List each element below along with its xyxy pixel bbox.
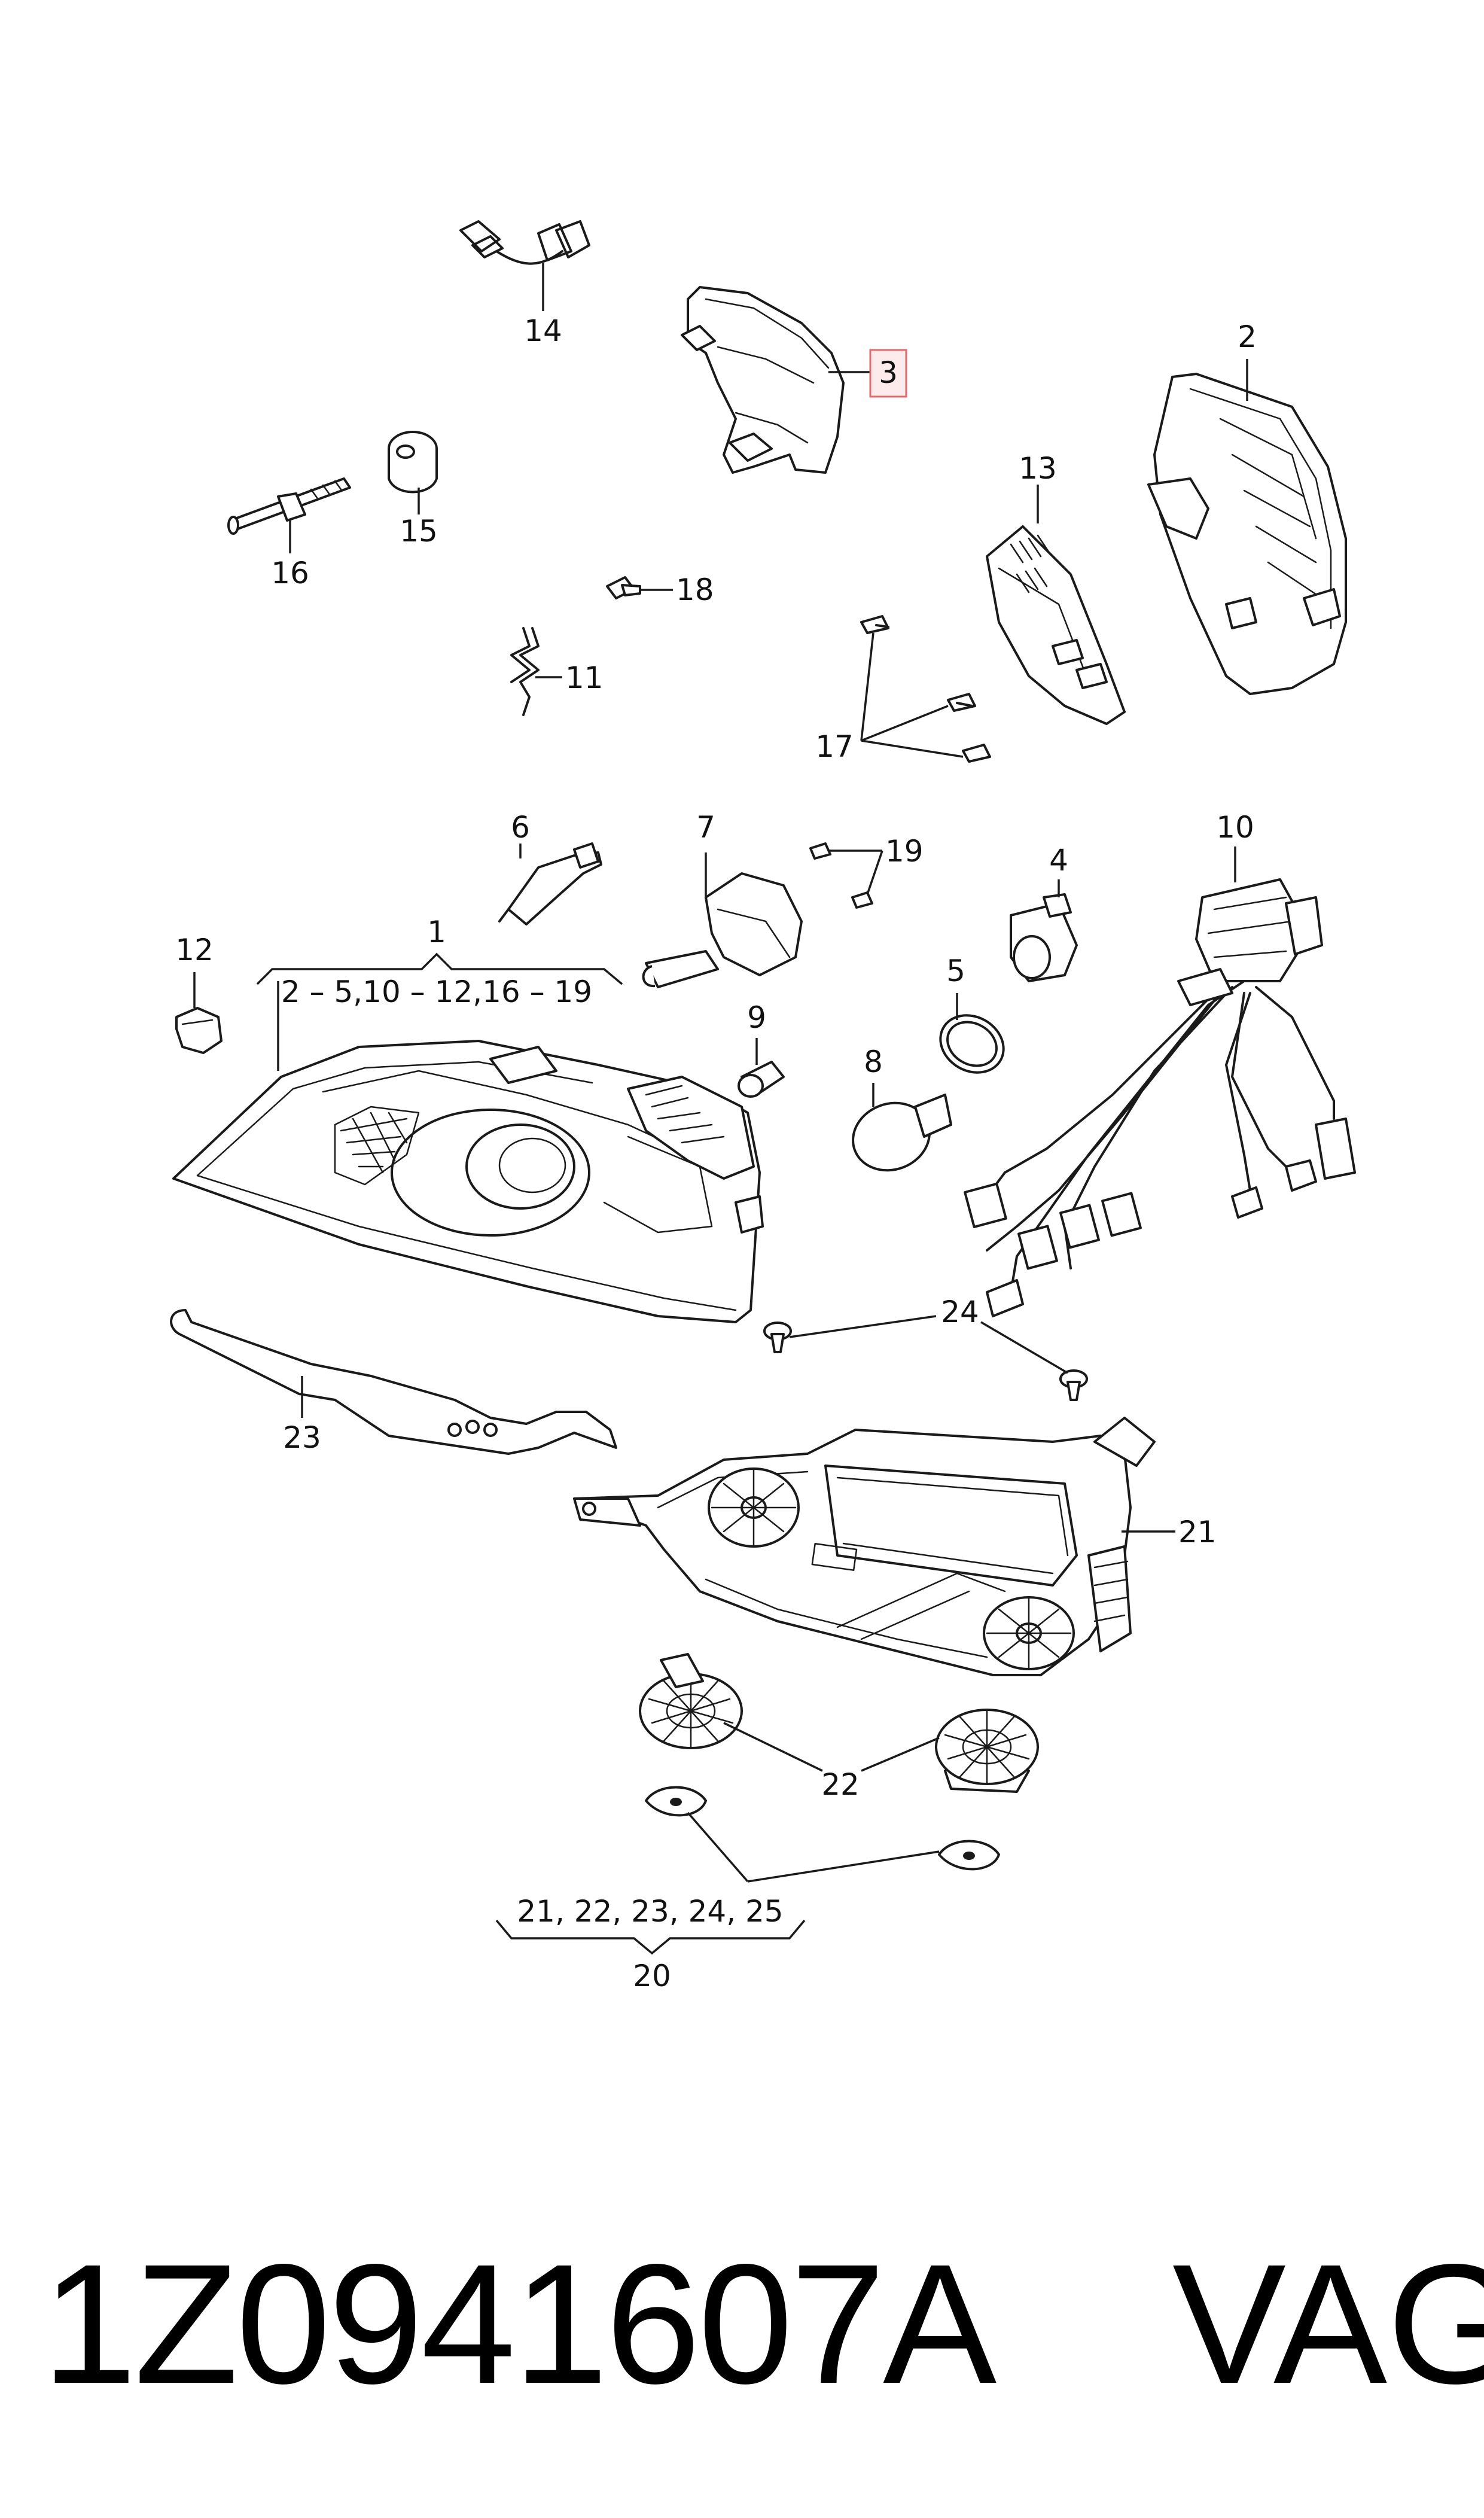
callout-22: 22	[821, 1767, 860, 1802]
leader-17b	[861, 705, 949, 742]
leader-25b	[747, 1850, 940, 1883]
callout-5: 5	[946, 954, 965, 988]
callout-16: 16	[271, 556, 309, 590]
part-24-screws	[763, 1322, 1088, 1401]
part-12-connector	[175, 1007, 223, 1054]
callout-9: 9	[747, 1000, 766, 1035]
leader-22a	[723, 1722, 823, 1772]
part-10-wiring-harness	[964, 878, 1356, 1317]
part-9-small-bulb	[738, 1061, 785, 1098]
part-7-xenon-bulb	[642, 872, 803, 988]
part-18-screw	[606, 576, 641, 599]
part-3-bracket	[681, 286, 845, 474]
callout-2: 2	[1238, 319, 1257, 354]
part-number-caption: 1Z0941607A VAG	[42, 2225, 1484, 2423]
leader-24a	[789, 1315, 937, 1338]
callout-15: 15	[400, 514, 438, 549]
leader-19b	[866, 850, 883, 895]
part-number: 1Z0941607A	[42, 2229, 997, 2419]
part-25-clips	[645, 1786, 1000, 1871]
callout-8: 8	[864, 1045, 883, 1079]
callout-18: 18	[676, 573, 714, 607]
callout-21: 21	[1178, 1515, 1217, 1549]
leader-25a	[687, 1811, 749, 1883]
callout-11: 11	[565, 660, 604, 695]
leader-24b	[980, 1321, 1068, 1374]
callout-10: 10	[1216, 810, 1254, 845]
bracket-1	[256, 952, 623, 985]
part-17-screws	[860, 615, 991, 763]
callout-3-highlight-box	[869, 349, 907, 398]
callout-12: 12	[175, 933, 214, 967]
part-22-gears	[639, 1653, 1039, 1793]
leader-17c	[861, 739, 964, 758]
callout-3: 3	[879, 355, 898, 390]
callout-23: 23	[283, 1420, 321, 1455]
callout-17: 17	[815, 729, 854, 764]
callout-7: 7	[696, 810, 715, 845]
part-13-control-module	[986, 525, 1126, 725]
part-19-screws	[809, 842, 873, 909]
callout-14: 14	[524, 313, 562, 348]
headlight-assembly	[172, 1040, 764, 1323]
callout-1-range: 2 – 5,10 – 12,16 – 19	[281, 975, 592, 1009]
callout-13: 13	[1019, 451, 1057, 486]
leader-17a	[860, 632, 874, 741]
part-21-base-frame	[573, 1417, 1156, 1676]
part-14-connector	[459, 220, 590, 265]
part-23-adjuster-bar	[170, 1309, 617, 1455]
callout-24: 24	[941, 1295, 979, 1329]
leader-22b	[861, 1737, 940, 1772]
callout-4: 4	[1049, 843, 1068, 878]
callout-20-range: 21, 22, 23, 24, 25	[517, 1894, 783, 1929]
brand-name: VAG	[1172, 2229, 1484, 2419]
part-4-bulb-socket	[1010, 893, 1078, 982]
part-2-housing-cover	[1147, 373, 1347, 695]
callout-20: 20	[633, 1959, 671, 1993]
part-16-adjuster-screw	[227, 477, 351, 535]
callout-6: 6	[511, 810, 530, 845]
part-5-seal-ring	[939, 1014, 1005, 1074]
callout-19: 19	[885, 834, 924, 869]
part-8-large-bulb	[852, 1094, 952, 1172]
bracket-20	[495, 1919, 806, 1955]
part-15-grommet	[388, 431, 438, 494]
callout-1: 1	[427, 915, 446, 949]
part-11-clip	[510, 627, 540, 716]
part-6-bulb	[498, 842, 602, 925]
